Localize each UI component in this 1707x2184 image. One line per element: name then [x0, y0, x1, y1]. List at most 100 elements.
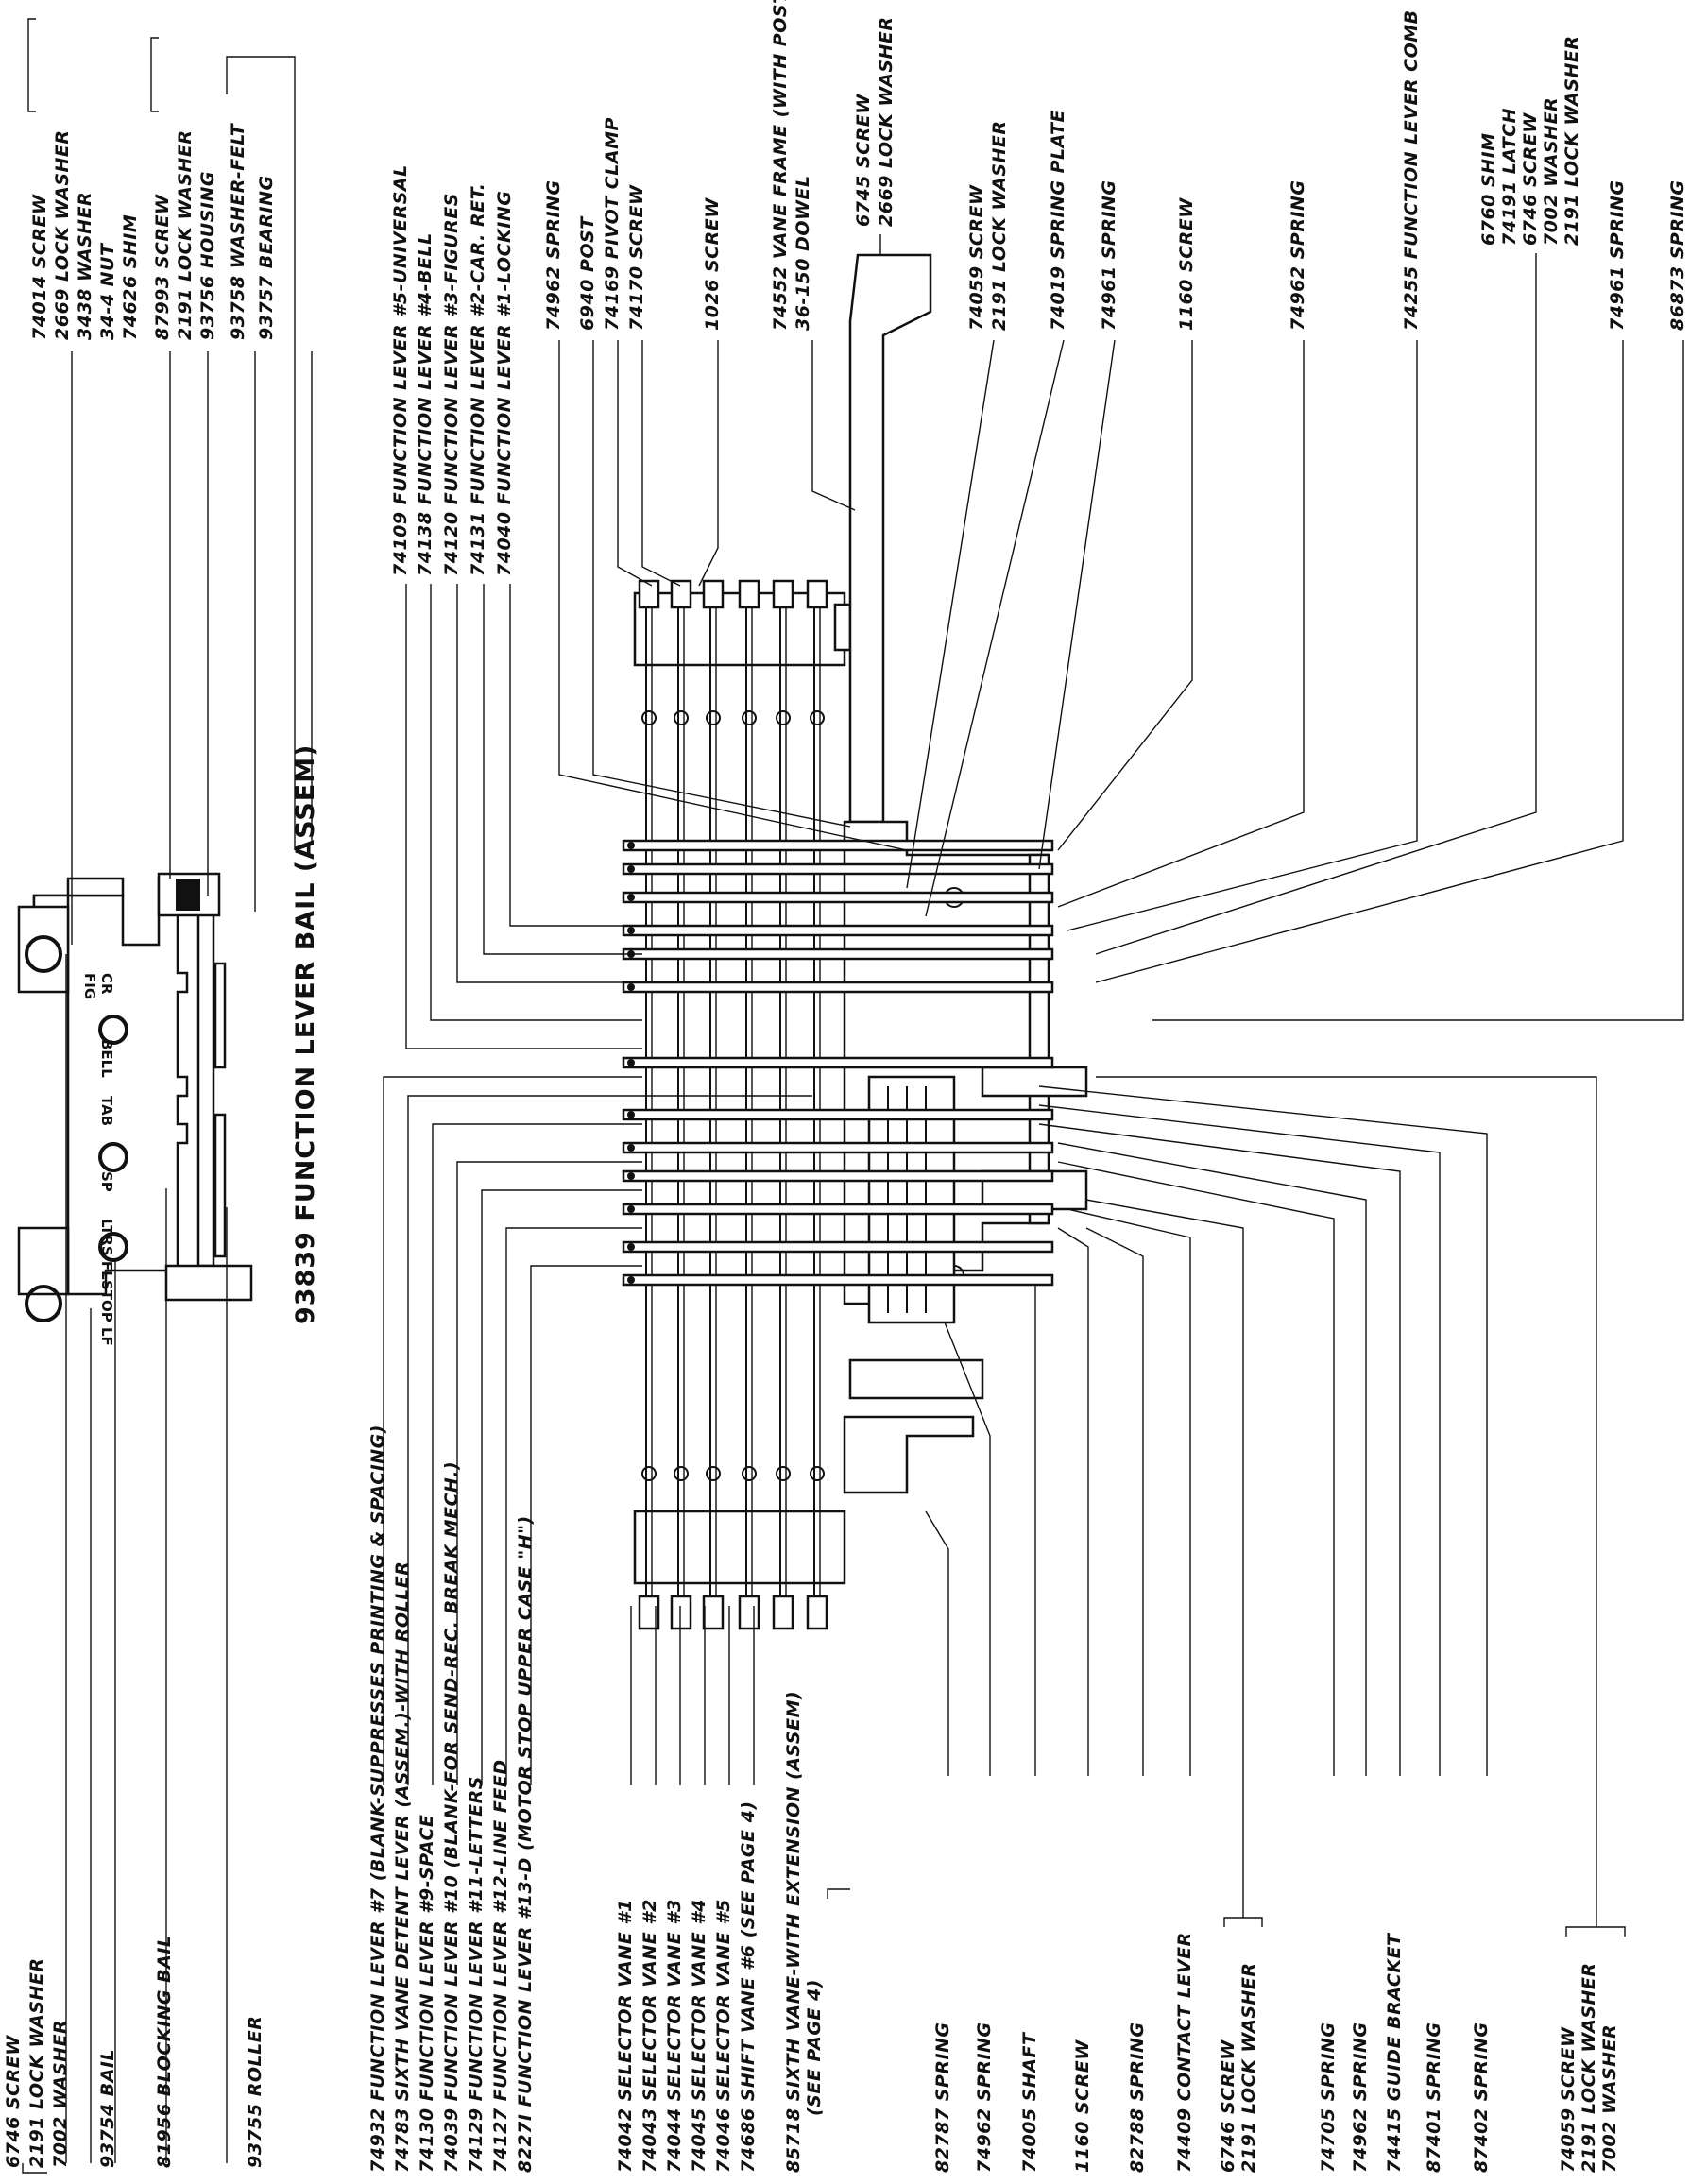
vane-pivot-hole	[641, 1466, 657, 1481]
vane-rods	[638, 579, 828, 1630]
leader-line	[1057, 1142, 1367, 1776]
leader-line	[1057, 340, 1305, 908]
label-74044: 74044 SELECTOR VANE #3	[664, 1899, 685, 2173]
label-93755-roller: 93755 ROLLER	[245, 2016, 265, 2168]
leader-line	[698, 340, 719, 587]
label-86873-spring: 86873 SPRING	[1667, 179, 1688, 331]
label-2669-lock-washer: 2669 LOCK WASHER	[52, 129, 73, 340]
stencil-tab: TAB	[98, 1096, 115, 1126]
label-74191-latch: 74191 LATCH	[1499, 108, 1520, 246]
label-2191-lock-washer-bot2: 2191 LOCK WASHER	[1579, 1962, 1599, 2173]
label-1026-screw: 1026 SCREW	[702, 197, 723, 331]
label-74059-screw-bot: 74059 SCREW	[1558, 2026, 1579, 2173]
leader-lines	[383, 234, 1684, 1927]
label-93757-bearing: 93757 BEARING	[256, 175, 277, 340]
vane-top-clip	[806, 579, 828, 609]
label-3438-washer: 3438 WASHER	[75, 192, 95, 340]
leader-line	[1038, 339, 1116, 870]
stencil-sp: SP	[98, 1171, 115, 1192]
label-74705-spring: 74705 SPRING	[1318, 2022, 1339, 2173]
label-74962-spring-bot2: 74962 SPRING	[1350, 2022, 1371, 2173]
label-2191-lock-washer-top2: 2191 LOCK WASHER	[1562, 35, 1582, 246]
leader-line	[1095, 340, 1624, 983]
vane-top-clip	[702, 579, 725, 609]
function-lever-strip	[622, 891, 1054, 904]
leader-line	[906, 339, 995, 889]
stencil-ltrs: LTRS FL	[98, 1219, 115, 1280]
label-74552-vane-frame: 74552 VANE FRAME (WITH POST)	[770, 0, 791, 331]
label-74109: 74109 FUNCTION LEVER #5-UNIVERSAL	[390, 164, 411, 576]
function-lever-strip	[622, 862, 1054, 876]
label-85718: 85718 SIXTH VANE-WITH EXTENSION (ASSEM)	[783, 1691, 804, 2173]
leader-line	[1038, 1085, 1488, 1776]
label-87401-spring: 87401 SPRING	[1424, 2022, 1444, 2173]
label-6745-screw: 6745 SCREW	[853, 94, 874, 227]
label-74120: 74120 FUNCTION LEVER #3-FIGURES	[441, 193, 462, 576]
leader-line	[481, 1189, 642, 1785]
leader-line	[811, 340, 856, 511]
vane-pivot-hole	[706, 1466, 721, 1481]
vane-bottom-clip	[638, 1595, 660, 1630]
vane-bottom-clip	[806, 1595, 828, 1630]
leader-line	[1067, 1208, 1191, 1776]
vane-top-clip	[638, 579, 660, 609]
label-2191-lock-washer: 2191 LOCK WASHER	[26, 1957, 47, 2168]
label-93758-washer-felt: 93758 WASHER-FELT	[228, 122, 248, 340]
stencil-stop: STOP LF	[98, 1280, 115, 1346]
leader-line	[1057, 340, 1193, 851]
lever-strips	[622, 839, 1054, 1287]
function-lever-bail-drawing: CR FIG BELL TAB SP LTRS FL STOP LF	[17, 872, 253, 1346]
lever-tip	[627, 1059, 635, 1066]
label-2191-lock-washer-bot: 2191 LOCK WASHER	[1238, 1962, 1259, 2173]
vane-pivot-hole	[810, 1466, 825, 1481]
leader-line	[1038, 1123, 1401, 1776]
stencil-bell: BELL	[98, 1039, 115, 1078]
label-93754-bail: 93754 BAIL	[97, 2049, 118, 2168]
label-74409-contact-lever: 74409 CONTACT LEVER	[1174, 1932, 1195, 2173]
label-74046: 74046 SELECTOR VANE #5	[713, 1899, 734, 2173]
label-2669-lock-washer-top: 2669 LOCK WASHER	[876, 16, 896, 227]
label-6746-screw-top: 6746 SCREW	[1520, 112, 1541, 246]
lever-tip	[627, 1172, 635, 1180]
vane-pivot-hole	[641, 710, 657, 725]
vane-pivot-hole	[776, 710, 791, 725]
vane-bottom-clip	[702, 1595, 725, 1630]
lever-tip	[627, 1243, 635, 1251]
label-74686: 74686 SHIFT VANE #6 (SEE PAGE 4)	[738, 1800, 759, 2173]
vane-top-clip	[738, 579, 760, 609]
label-74255-comb: 74255 FUNCTION LEVER COMB	[1401, 9, 1422, 331]
label-74962-spring-bot: 74962 SPRING	[974, 2022, 995, 2173]
leader-line	[1057, 1227, 1089, 1776]
leader-line	[1067, 340, 1418, 931]
label-74127: 74127 FUNCTION LEVER #12-LINE FEED	[490, 1759, 511, 2173]
leader-line	[1057, 1161, 1335, 1776]
function-lever-strip	[622, 1240, 1054, 1254]
label-74783: 74783 SIXTH VANE DETENT LEVER (ASSEM.)-W…	[392, 1561, 413, 2173]
selector-vane-assembly	[633, 253, 1088, 1585]
bottom-labels: 74932 FUNCTION LEVER #7 (BLANK-SUPPRESSE…	[367, 1425, 1626, 2173]
function-lever-strip	[622, 839, 1054, 852]
function-lever-strip	[622, 1169, 1054, 1183]
label-6760-shim: 6760 SHIM	[1478, 132, 1499, 246]
leader-line	[617, 340, 653, 587]
leader-line	[530, 1265, 642, 1785]
label-74131: 74131 FUNCTION LEVER #2-CAR. RET.	[468, 182, 488, 576]
vane-top-clip	[772, 579, 794, 609]
label-74415-guide-bracket: 74415 GUIDE BRACKET	[1384, 1932, 1405, 2173]
label-74040: 74040 FUNCTION LEVER #1-LOCKING	[494, 191, 515, 576]
vane-top-clip	[670, 579, 692, 609]
label-81956-blocking-bail: 81956 BLOCKING BAIL	[154, 1936, 175, 2169]
vane-pivot-hole	[742, 710, 757, 725]
leader-line	[944, 1322, 991, 1776]
vane-bottom-clip	[738, 1595, 760, 1630]
label-74014-screw: 74014 SCREW	[29, 194, 50, 340]
label-87402-spring: 87402 SPRING	[1471, 2022, 1492, 2173]
bail-top-labels: 74014 SCREW 2669 LOCK WASHER 3438 WASHER…	[27, 18, 277, 340]
function-lever-strip	[622, 1141, 1054, 1154]
vane-pivot-hole	[742, 1466, 757, 1481]
vane-bottom-clip	[670, 1595, 692, 1630]
leader-line	[407, 1095, 812, 1785]
vane-pivot-hole	[706, 710, 721, 725]
label-34-4-nut: 34-4 NUT	[97, 242, 118, 340]
